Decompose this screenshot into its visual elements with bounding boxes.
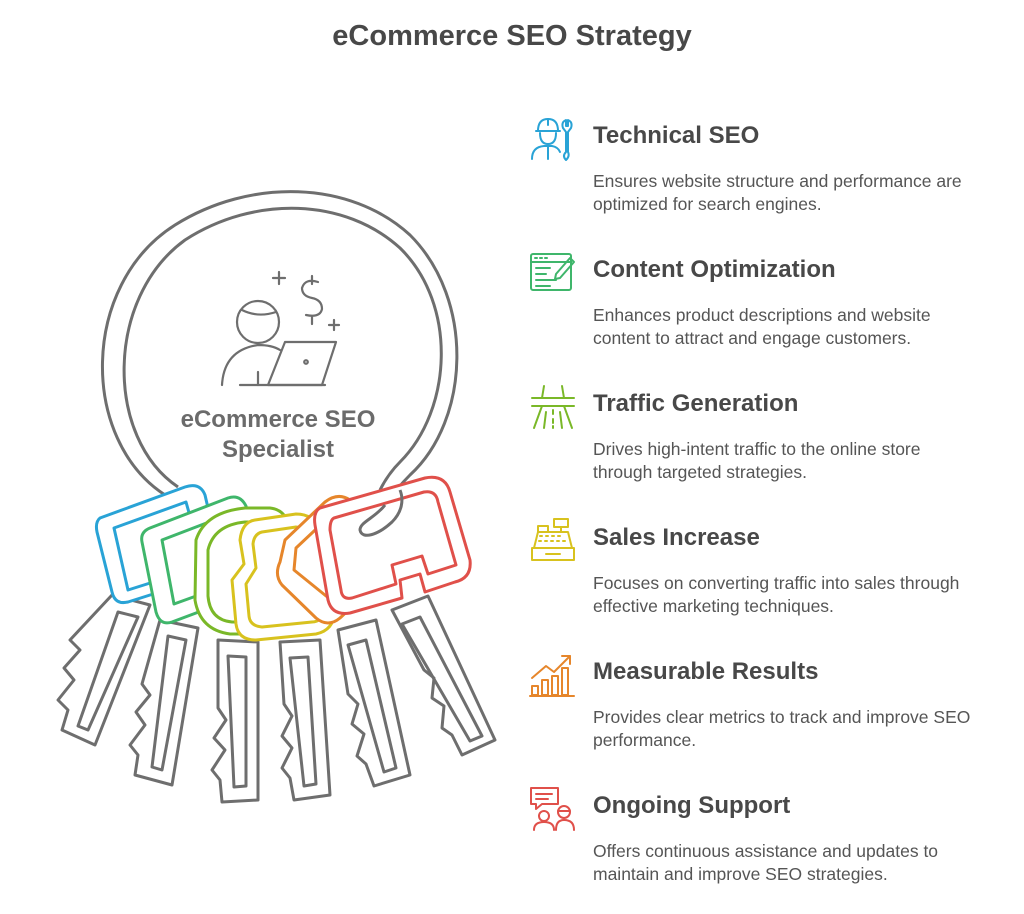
key-blade-3 (210, 638, 260, 804)
center-label-line1: eCommerce SEO (180, 406, 376, 433)
tag-support (313, 475, 472, 615)
item-heading: Content Optimization (593, 256, 836, 283)
page-title: eCommerce SEO Strategy (332, 20, 692, 52)
key-blade-4 (278, 638, 332, 802)
support-chat-icon (530, 787, 575, 831)
ring-clasp (358, 489, 404, 537)
key-blade-1 (56, 593, 152, 747)
code-editor-icon (530, 253, 575, 291)
item-description: Focuses on converting traffic into sales… (593, 573, 960, 616)
key-ring (101, 190, 459, 506)
key-blade-2 (128, 618, 200, 787)
item-heading: Ongoing Support (593, 792, 791, 819)
item-description: Enhances product descriptions and websit… (593, 305, 931, 348)
item-description: Drives high-intent traffic to the online… (593, 439, 921, 482)
cash-register-icon (531, 518, 575, 561)
center-label: eCommerce SEO Specialist (158, 405, 398, 465)
key-blade-5 (336, 618, 412, 788)
keyring-illustration (56, 190, 497, 804)
item-heading: Traffic Generation (593, 390, 799, 417)
growth-chart-icon (529, 655, 575, 697)
road-highway-icon (531, 385, 575, 429)
key-blade-6 (390, 594, 497, 757)
item-heading: Measurable Results (593, 658, 819, 685)
specialist-laptop-icon (220, 270, 341, 387)
item-description: Provides clear metrics to track and impr… (593, 707, 971, 750)
item-description: Ensures website structure and performanc… (593, 171, 962, 214)
engineer-wrench-icon (531, 118, 573, 161)
item-heading: Sales Increase (593, 524, 760, 551)
item-heading: Technical SEO (593, 122, 760, 149)
center-label-line2: Specialist (221, 436, 335, 463)
item-description: Offers continuous assistance and updates… (593, 841, 939, 884)
